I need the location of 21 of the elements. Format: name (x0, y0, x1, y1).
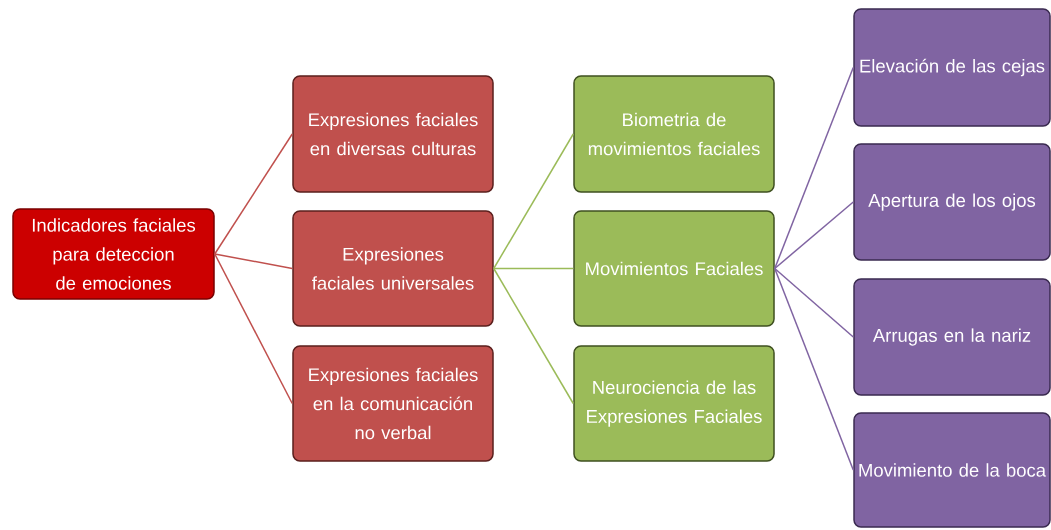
process-box: Expresiones faciales en la comunicación no verbal (292, 345, 494, 462)
process-box: Expresiones faciales universales (292, 210, 494, 327)
connector-line (774, 201, 854, 270)
process-box: Movimiento de la boca (853, 412, 1051, 528)
connector-line (493, 267, 574, 405)
connector-line (493, 267, 574, 270)
process-box: Biometria de movimientos faciales (573, 75, 775, 193)
process-box: Apertura de los ojos (853, 143, 1051, 261)
connector-line (493, 133, 574, 270)
connector-line (774, 66, 854, 270)
connector-line (214, 133, 293, 255)
process-box: Elevación de las cejas (853, 8, 1051, 127)
process-box: Neurociencia de las Expresiones Faciales (573, 345, 775, 462)
connector-line (774, 267, 854, 338)
process-box: Expresiones faciales en diversas culturas (292, 75, 494, 193)
connector-line (214, 253, 293, 405)
process-box: Arrugas en la nariz (853, 278, 1051, 396)
connector-line (214, 253, 293, 270)
process-box: Indicadores faciales para deteccion de emociones (12, 208, 215, 300)
connector-line (774, 267, 854, 471)
process-box: Movimientos Faciales (573, 210, 775, 327)
